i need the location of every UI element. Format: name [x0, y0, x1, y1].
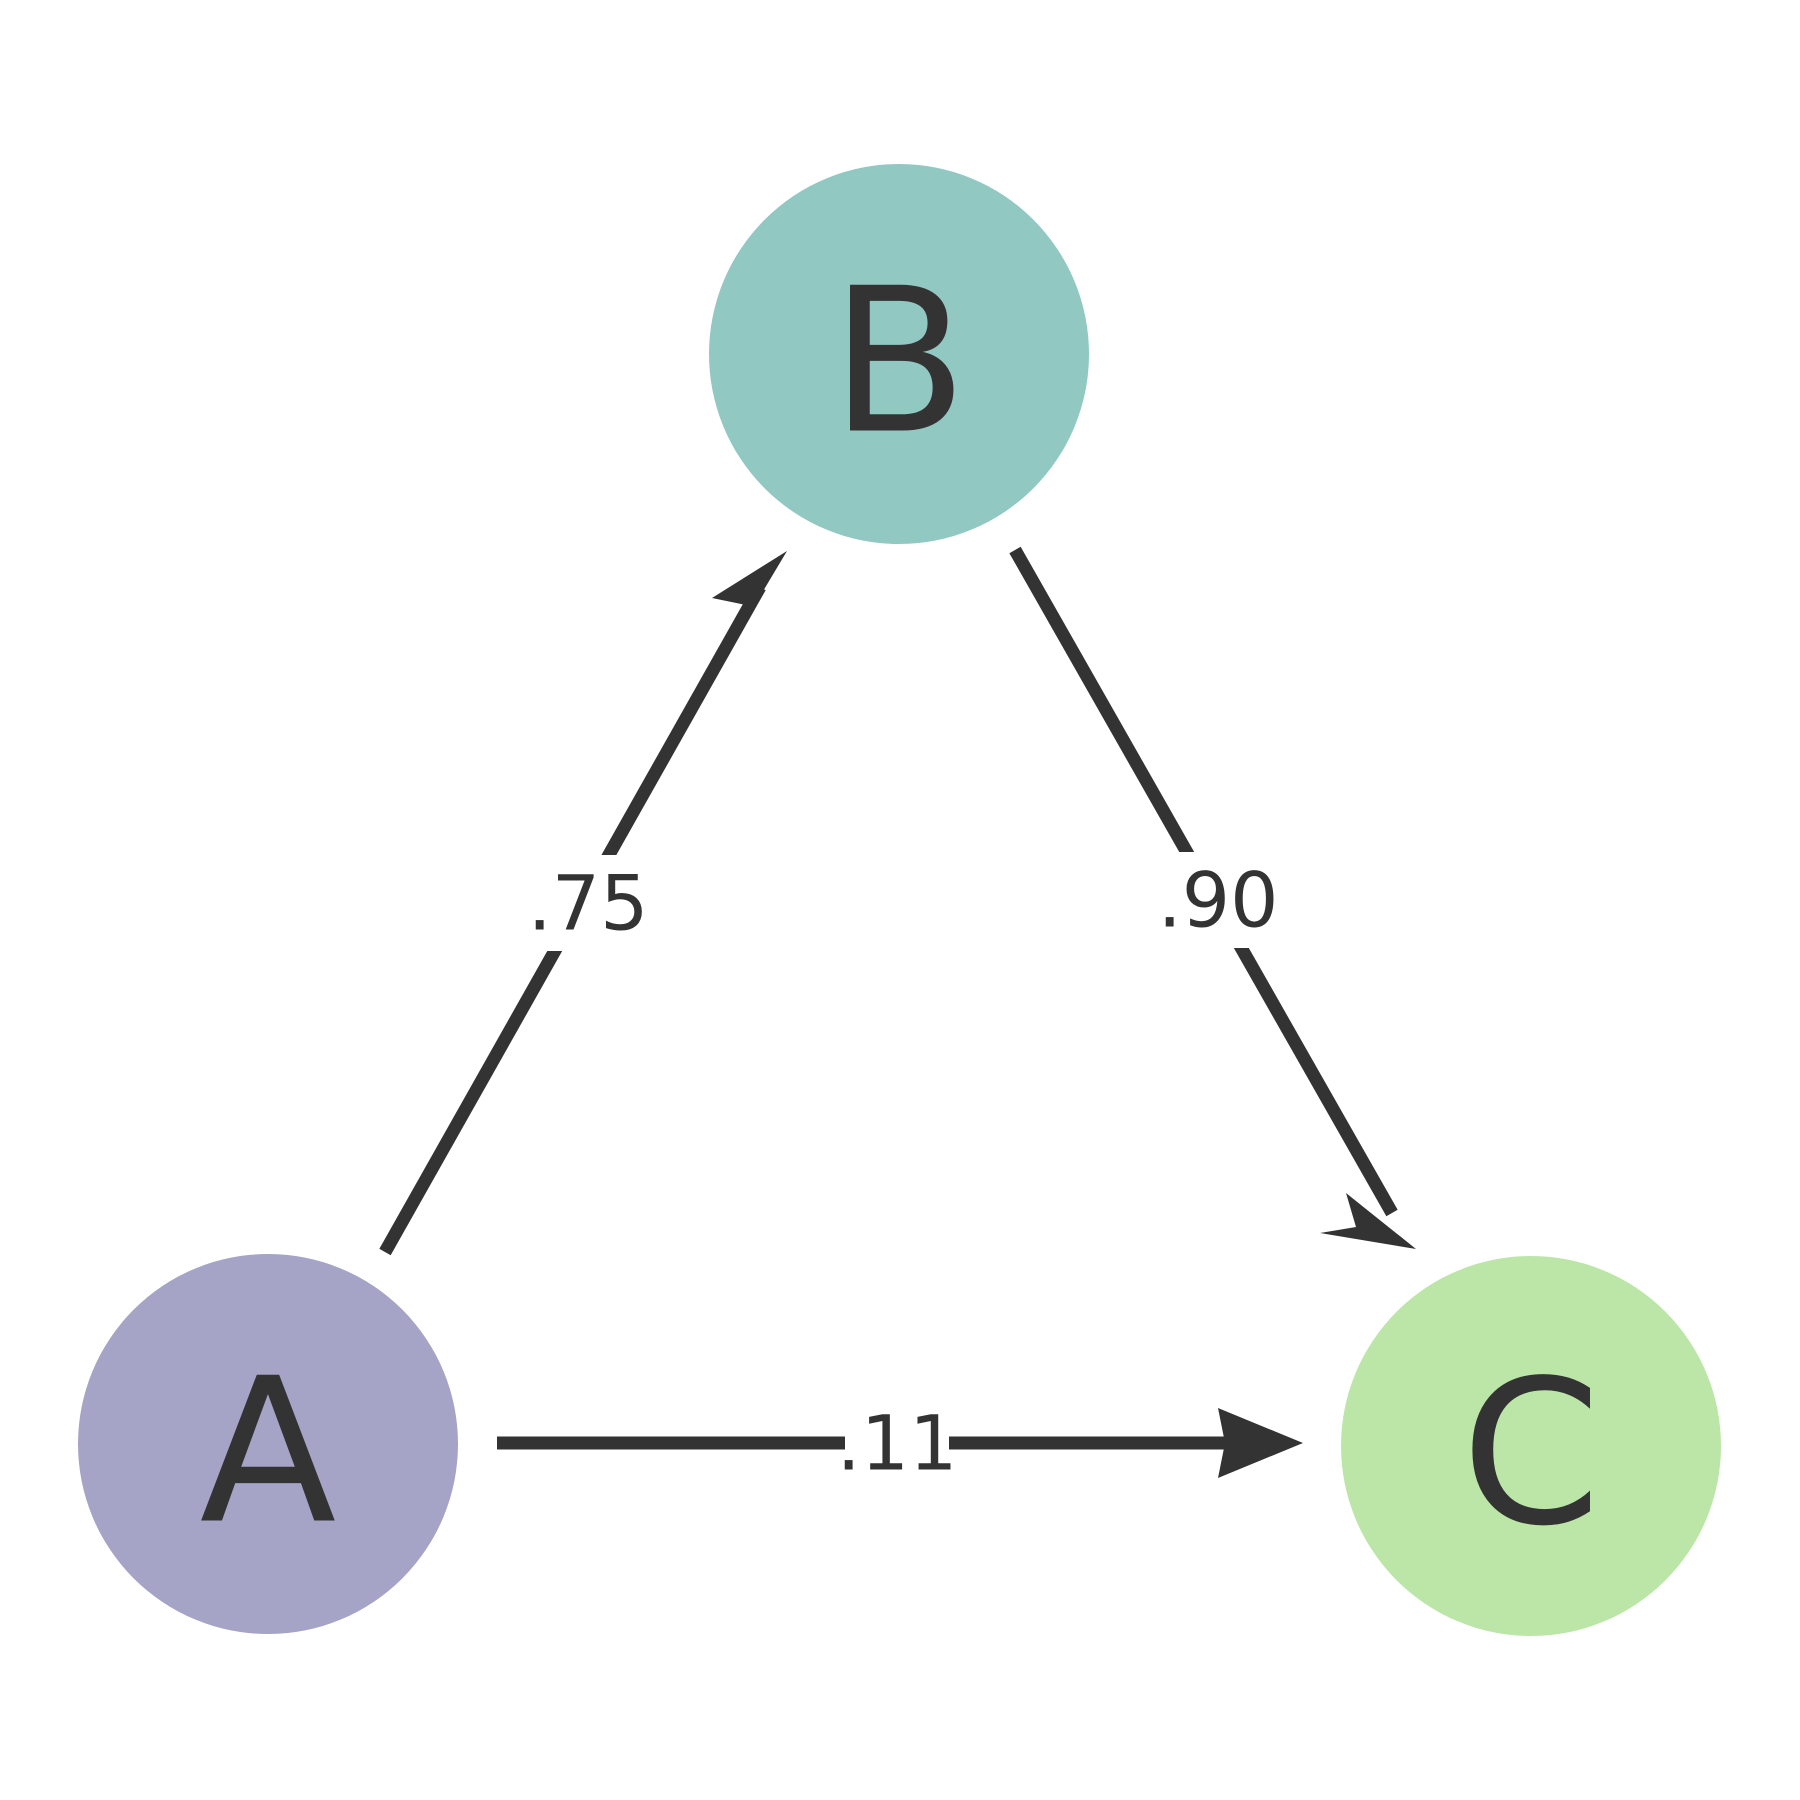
node-c-circle: [1341, 1256, 1721, 1636]
node-c[interactable]: C: [1341, 1256, 1721, 1636]
edge-weight-a-to-b: .75: [528, 855, 649, 951]
edge-weight-a-to-c-backing: [845, 1395, 949, 1491]
node-b[interactable]: B: [709, 164, 1089, 544]
edge-weight-a-to-c-text: .11: [837, 1399, 958, 1488]
node-b-label: B: [830, 246, 967, 479]
node-a[interactable]: A: [78, 1254, 458, 1634]
edge-a-to-b-arrowhead: [712, 551, 787, 638]
edge-weight-a-to-c: .11: [837, 1395, 958, 1491]
node-a-circle: [78, 1254, 458, 1634]
edge-weight-b-to-c-backing: [1166, 852, 1270, 948]
edge-weight-b-to-c: .90: [1158, 852, 1279, 948]
edge-a-to-c-arrowhead: [1218, 1408, 1303, 1478]
edge-weight-a-to-b-text: .75: [528, 859, 649, 948]
edge-weight-a-to-b-backing: [536, 855, 640, 951]
node-c-label: C: [1461, 1338, 1601, 1571]
node-b-circle: [709, 164, 1089, 544]
edge-b-to-c-arrowhead: [1320, 1193, 1416, 1249]
node-a-label: A: [200, 1336, 337, 1569]
edge-weight-b-to-c-text: .90: [1158, 856, 1279, 945]
